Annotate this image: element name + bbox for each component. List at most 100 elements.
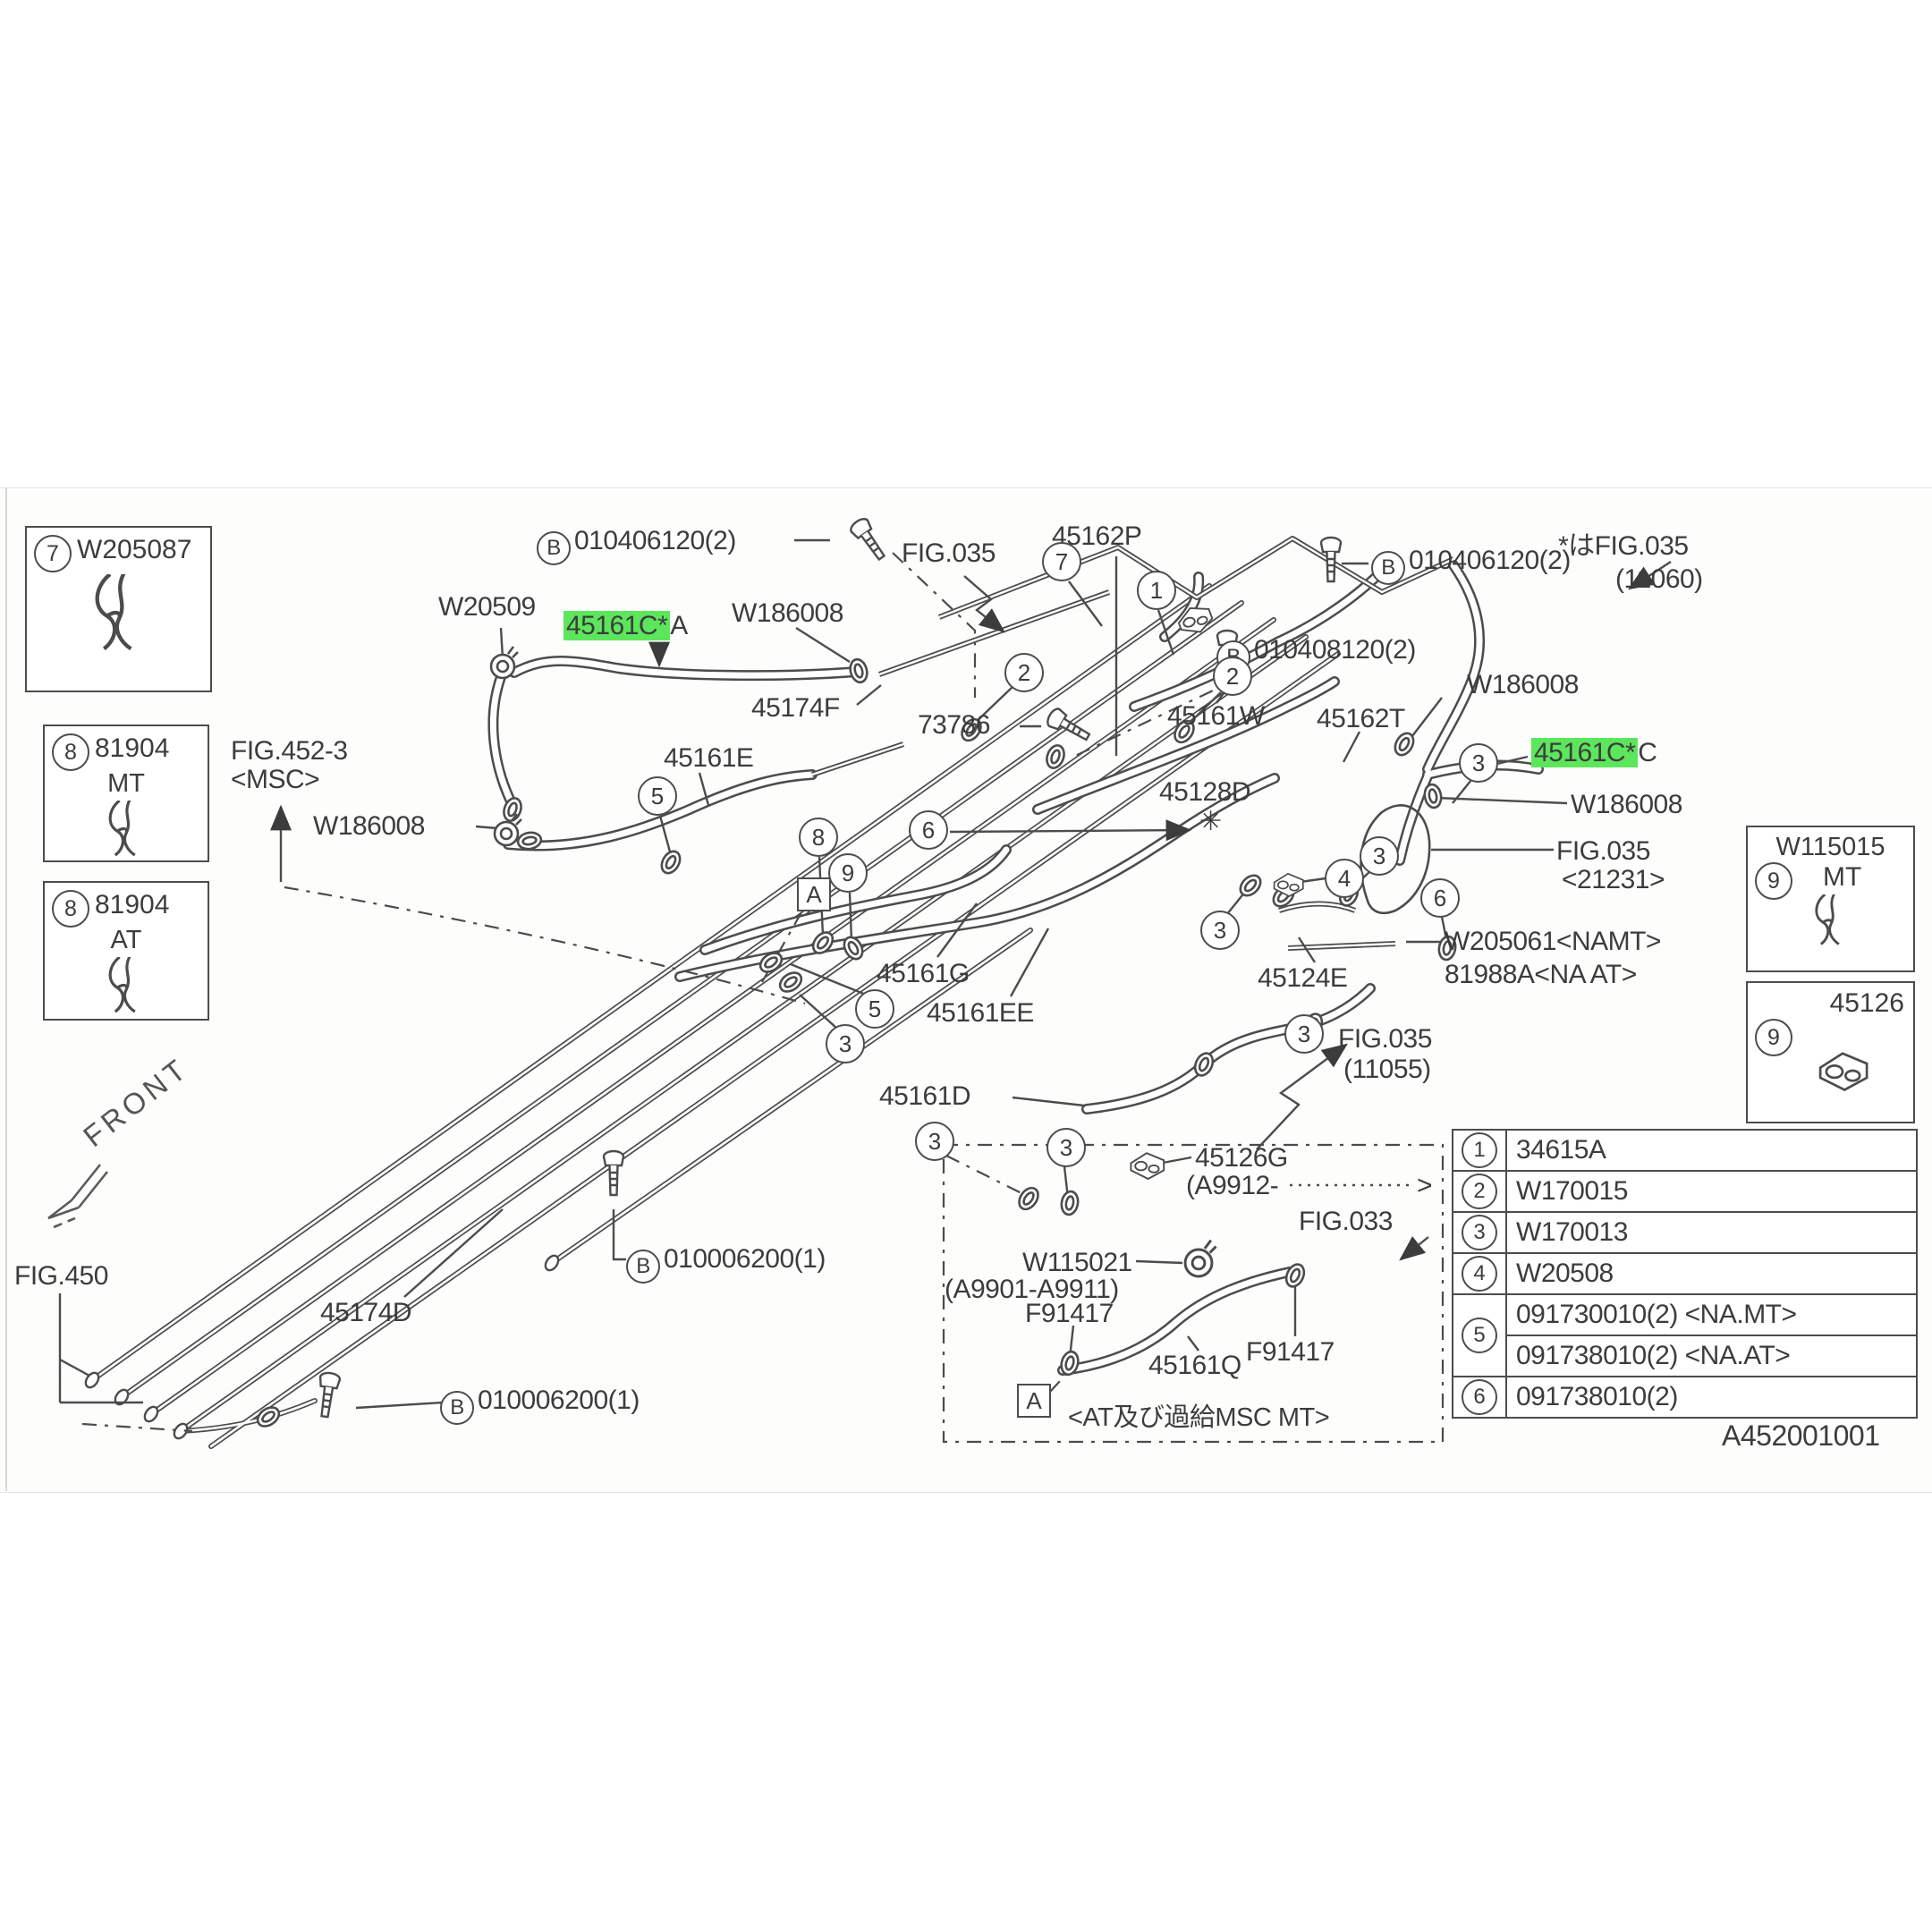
doc-code: A452001001 <box>1722 1419 1880 1452</box>
variant-label: AT <box>110 926 142 954</box>
legend-part-number: 34615A <box>1516 1135 1606 1165</box>
legend-row: 5 091730010(2) <NA.MT> 091738010(2) <NA.AT… <box>1453 1295 1916 1377</box>
callout-circle-6: 6 <box>909 810 948 850</box>
fig-452-3: FIG.452-3 <box>231 736 348 766</box>
note-msc: <MSC> <box>231 765 320 794</box>
ref-box-81904-MT: 8 81904 MT <box>43 724 209 862</box>
note-at-msc-mt: <AT及び過給MSC MT> <box>1068 1403 1330 1432</box>
callout-circle-2: 2 <box>1462 1174 1497 1209</box>
reservoir-outline <box>1360 804 1431 915</box>
note-a9912-close: > <box>1417 1171 1433 1200</box>
callout-circle-1: 1 <box>1462 1132 1497 1168</box>
part-W186008-r-upper: W186008 <box>1467 670 1579 699</box>
part-W186008-top: W186008 <box>732 598 843 628</box>
part-45126G: 45126G <box>1195 1143 1288 1173</box>
callout-circle-9: 9 <box>828 853 868 893</box>
screw-icons <box>313 514 1343 1419</box>
screw-icon <box>847 514 891 564</box>
callout-circle-2: 2 <box>1004 653 1044 692</box>
callout-circle-5: 5 <box>638 776 677 816</box>
part-45128D: 45128D <box>1159 777 1251 807</box>
ref-box-W205087: 7 W205087 <box>25 526 212 692</box>
highlighted-part-number[interactable]: 45161C* <box>564 611 671 640</box>
ref-box-81904-AT: 8 81904 AT <box>43 881 209 1021</box>
callout-circle-1: 1 <box>1137 571 1176 610</box>
holder-icon <box>1818 1052 1868 1091</box>
star-45128D: ✳ <box>1199 807 1222 836</box>
callout-circle-5: 5 <box>1462 1318 1497 1353</box>
variant-label: MT <box>107 769 145 798</box>
part-label: W115015 <box>1775 833 1885 861</box>
clip-icon <box>108 957 137 1013</box>
callout-circle-8: 8 <box>799 818 838 857</box>
note-21231: <21231> <box>1562 865 1665 894</box>
note-a9901-a9911: (A9901-A9911) <box>945 1275 1119 1304</box>
screw-icon <box>313 1370 342 1419</box>
circled-letter-icon: B <box>626 1249 660 1284</box>
ref-box-W115015: W115015 9 MT <box>1746 826 1915 972</box>
part-73786: 73786 <box>918 710 990 740</box>
callout-circle-3: 3 <box>1462 1215 1497 1250</box>
ref-box-45126: 45126 9 <box>1746 981 1915 1123</box>
circled-letter-icon: B <box>537 530 571 565</box>
note-11060: (11060) <box>1615 564 1703 594</box>
part-45161C-A[interactable]: 45161C*A <box>564 611 688 640</box>
circled-number: 7 <box>34 535 72 572</box>
highlighted-part-number[interactable]: 45161C* <box>1531 738 1639 767</box>
note-11055: (11055) <box>1343 1055 1431 1084</box>
boxed-letter-A: A <box>1017 1384 1051 1418</box>
part-F91417-a: F91417 <box>1025 1299 1114 1328</box>
legend-part-number: 091730010(2) <NA.MT> <box>1516 1300 1797 1329</box>
legend-part-number: 091738010(2) <NA.AT> <box>1507 1335 1916 1376</box>
part-W205061: W205061<NAMT> <box>1445 927 1661 956</box>
circled-number: 9 <box>1755 862 1792 900</box>
note-a9912: (A9912- <box>1186 1171 1279 1200</box>
part-W115021: W115021 <box>1022 1248 1132 1277</box>
callout-circle-3: 3 <box>1360 836 1399 876</box>
part-label: W205087 <box>77 535 192 564</box>
variant-label: MT <box>1823 862 1862 892</box>
part-45161D: 45161D <box>879 1081 971 1111</box>
part-W186008-r-lower: W186008 <box>1571 790 1682 819</box>
legend-row: 3 W170013 <box>1453 1213 1916 1254</box>
callout-circle-7: 7 <box>1042 542 1081 581</box>
legend-row: 1 34615A <box>1453 1131 1916 1172</box>
part-81988A: 81988A<NA AT> <box>1445 960 1637 989</box>
callout-circle-3: 3 <box>915 1122 954 1161</box>
callout-circle-6: 6 <box>1462 1379 1497 1415</box>
callout-circle-3: 3 <box>1200 911 1240 950</box>
part-F91417-b: F91417 <box>1246 1337 1335 1367</box>
boxed-letter-A: A <box>797 877 831 911</box>
fig-450: FIG.450 <box>14 1261 108 1291</box>
clip-icon <box>92 574 146 655</box>
legend-part-number: W20508 <box>1516 1258 1614 1288</box>
callout-circle-3: 3 <box>1046 1128 1086 1167</box>
front-arrow-icon <box>47 1164 109 1229</box>
circled-number: 9 <box>1755 1019 1792 1056</box>
legend-part-number: 091738010(2) <box>1516 1382 1678 1411</box>
screw-icon <box>602 1149 625 1197</box>
circled-number: 8 <box>52 733 89 771</box>
part-label: 81904 <box>95 733 170 763</box>
part-45161EE: 45161EE <box>927 998 1034 1028</box>
part-45161G: 45161G <box>877 959 970 988</box>
part-45161C-C[interactable]: 45161C*C <box>1531 738 1657 767</box>
fig-035-21231: FIG.035 <box>1556 836 1650 866</box>
callout-circle-4: 4 <box>1325 859 1364 898</box>
legend-row: 6 091738010(2) <box>1453 1377 1916 1417</box>
callout-circle-5: 5 <box>855 989 894 1029</box>
legend-part-number: W170013 <box>1516 1217 1628 1247</box>
fig-035-top: FIG.035 <box>902 538 996 568</box>
part-W20509: W20509 <box>438 592 536 622</box>
part-45161W: 45161W <box>1167 701 1265 731</box>
part-45161E: 45161E <box>664 743 754 773</box>
circled-number: 8 <box>52 890 89 928</box>
part-45174F: 45174F <box>751 693 840 723</box>
part-W186008-left: W186008 <box>313 811 425 841</box>
clip-icon <box>108 801 137 857</box>
